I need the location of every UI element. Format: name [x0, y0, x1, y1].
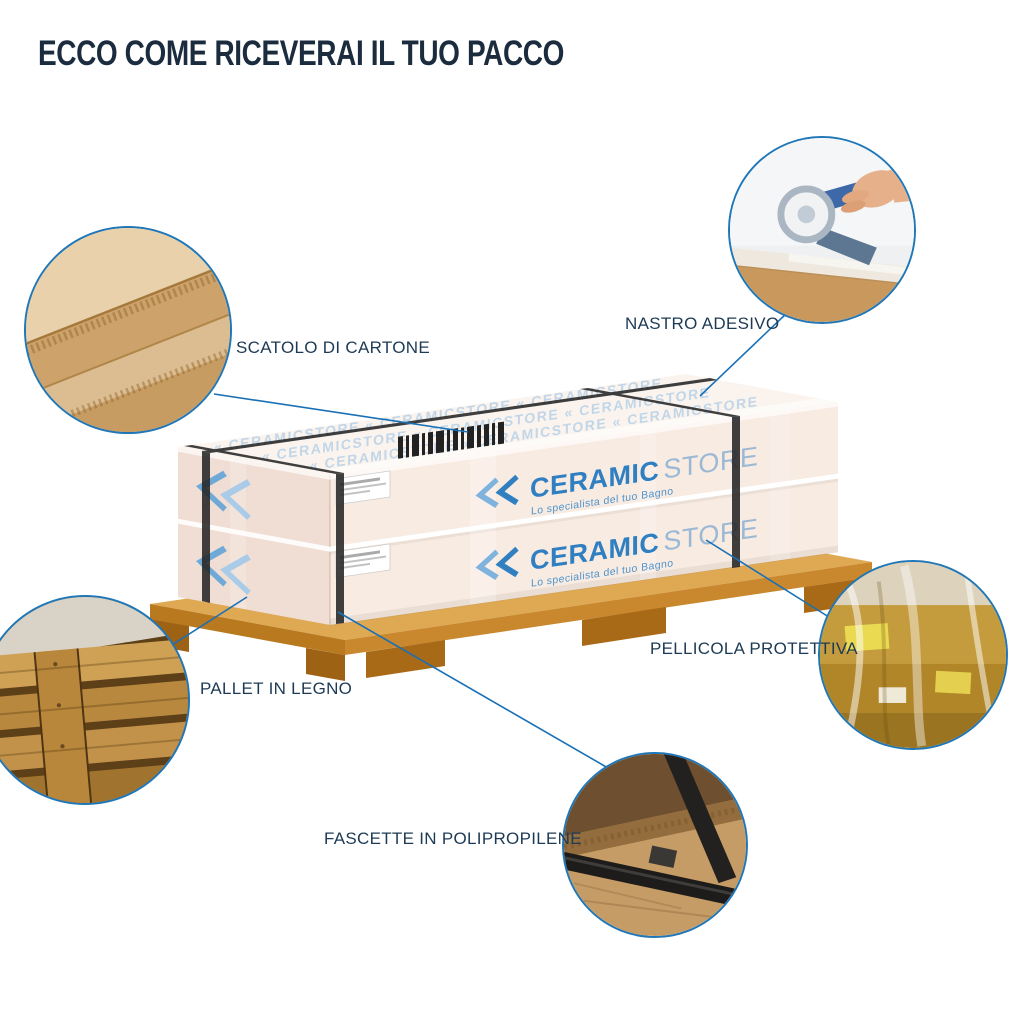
package-box: « CERAMICSTORE « CERAMICSTORE « CERAMICS… — [178, 374, 838, 626]
shipping-label — [335, 543, 391, 579]
label-film: PELLICOLA PROTETTIVA — [650, 639, 858, 658]
label-straps: FASCETTE IN POLIPROPILENE — [324, 829, 582, 848]
callout-film-photo — [818, 560, 1008, 750]
film-photo — [820, 562, 1006, 748]
pallet-photo — [0, 597, 188, 803]
barcode — [398, 421, 504, 459]
label-cardboard: SCATOLO DI CARTONE — [236, 338, 431, 357]
leader-line-tape — [699, 311, 789, 397]
label-tape: NASTRO ADESIVO — [625, 314, 780, 333]
brand-chevron-icon — [220, 479, 251, 520]
leader-line-pallet — [171, 596, 248, 646]
brand-chevron-icon — [196, 470, 227, 512]
brand-chevron-icon — [495, 474, 519, 506]
leader-line-film — [705, 539, 841, 625]
strap-bands — [184, 378, 740, 624]
brand-chevron-icon — [475, 549, 499, 581]
page-title: ECCO COME RICEVERAI IL TUO PACCO — [38, 34, 564, 73]
leader-line-cardboard — [213, 393, 469, 433]
leader-lines — [171, 311, 841, 769]
leader-line-straps — [337, 611, 609, 769]
brand-chevron-icon — [220, 554, 251, 595]
callout-pallet-photo — [0, 595, 190, 805]
brand-chevron-icon — [475, 477, 499, 509]
tape-photo — [730, 138, 914, 322]
label-pallet: PALLET IN LEGNO — [200, 679, 353, 698]
cardboard-photo — [26, 228, 230, 432]
brand-chevron-icon — [196, 545, 227, 587]
brand-chevron-icon — [495, 546, 519, 578]
short-face-decor — [178, 446, 330, 610]
callout-tape-photo — [728, 136, 916, 324]
straps-photo — [564, 754, 746, 936]
callout-cardboard-photo — [24, 226, 232, 434]
callout-straps-photo — [562, 752, 748, 938]
